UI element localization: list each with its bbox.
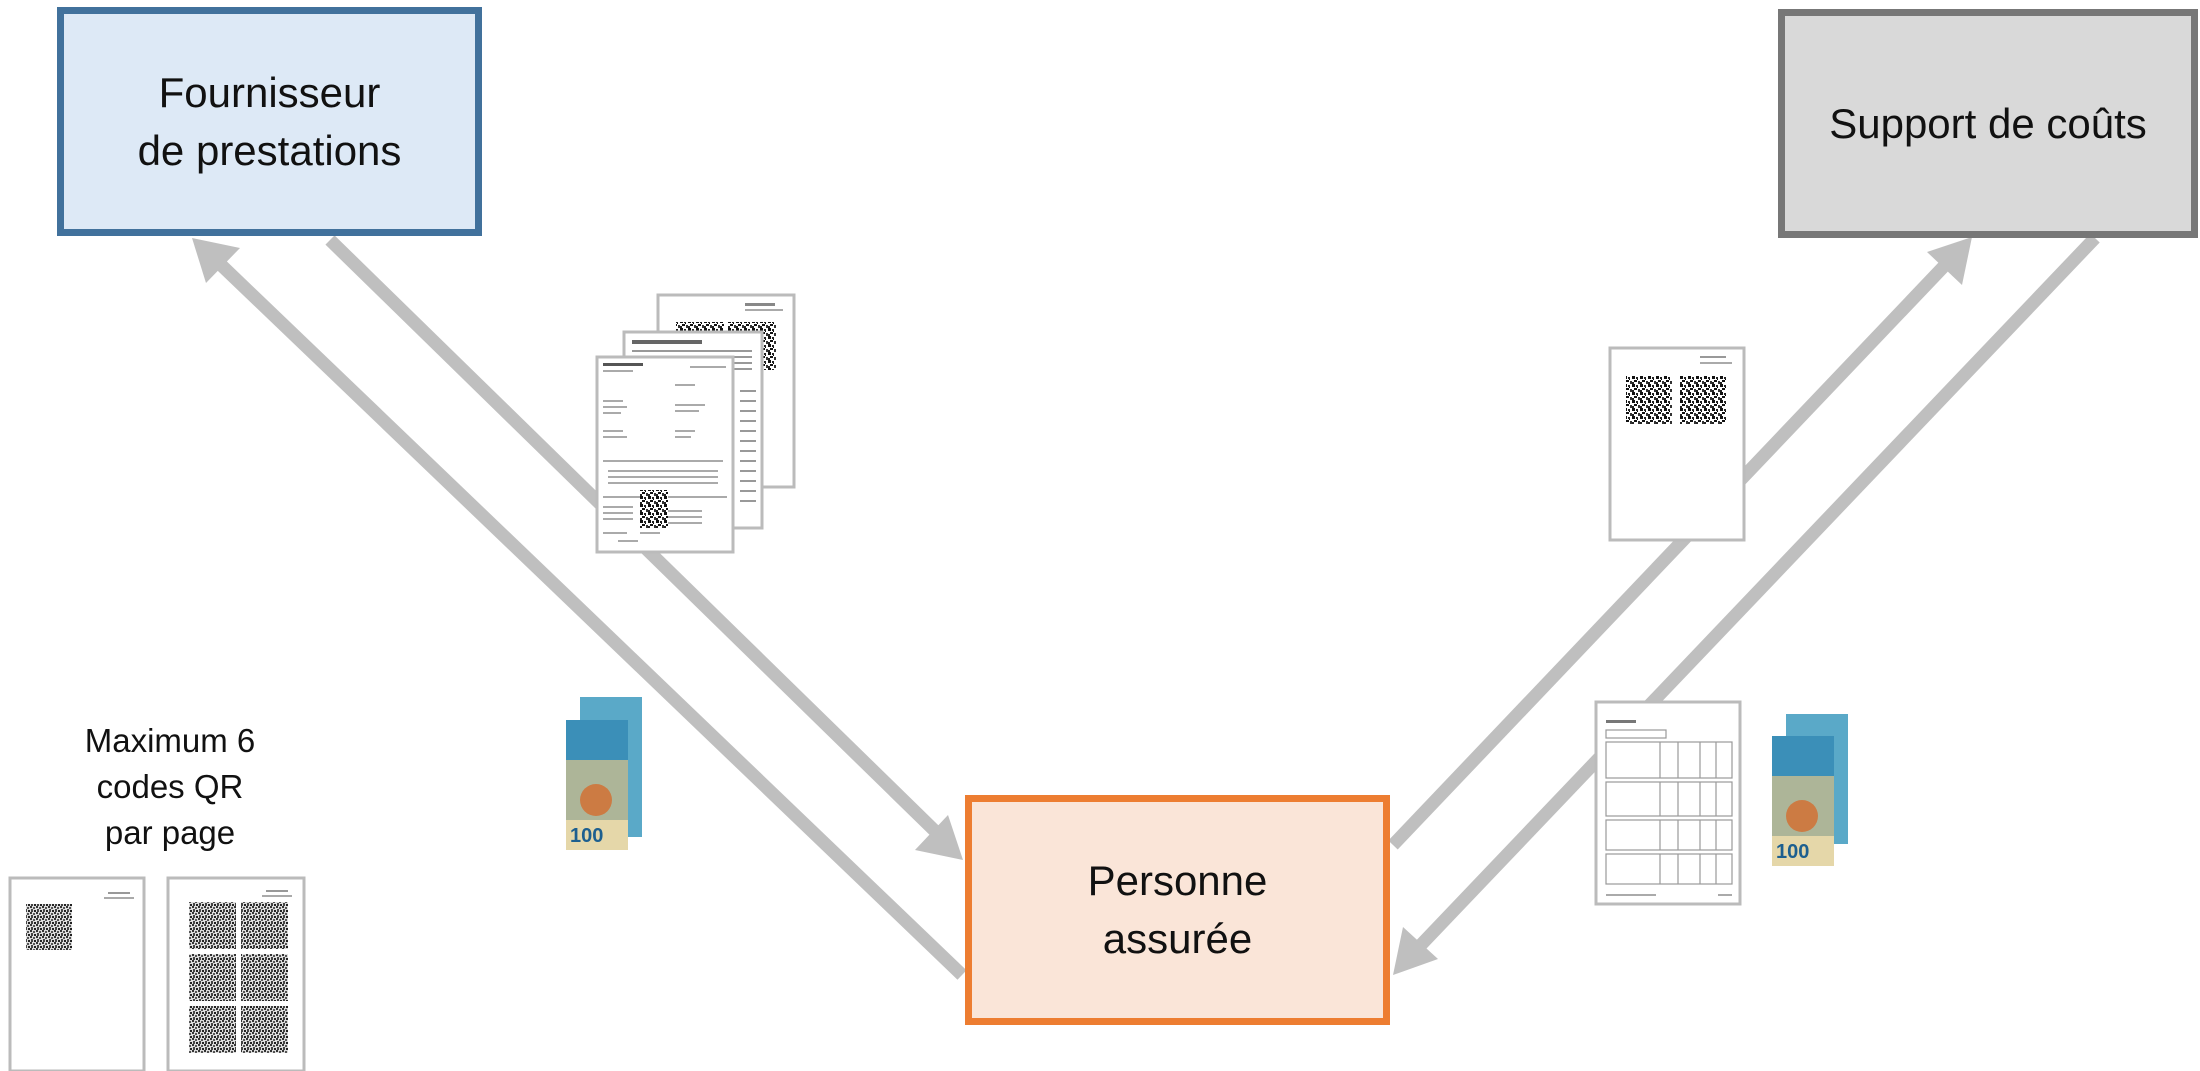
arrows: [192, 233, 2100, 980]
qr-page-icon: [1608, 346, 1746, 542]
arrowhead-provider: [192, 238, 240, 283]
node-insured-label: Personne assurée: [1087, 857, 1268, 962]
qr-limit-note-text: Maximum 6 codes QR par page: [84, 722, 256, 851]
node-payer-label: Support de coûts: [1829, 99, 2147, 147]
svg-text:100: 100: [1776, 841, 1809, 863]
banknote-icon: 100: [1772, 714, 1848, 866]
arrowhead-insured-left: [915, 815, 963, 860]
arrow-payer-to-insured: [1413, 233, 2100, 953]
table-document-icon: [1594, 700, 1742, 906]
arrow-insured-to-provider: [213, 257, 967, 980]
node-provider-label: Fournisseur de prestations: [137, 68, 402, 174]
svg-text:100: 100: [570, 825, 603, 847]
sample-page-six-qr: [166, 876, 306, 1071]
invoice-stack-icon: [595, 293, 796, 554]
banknote-icon: 100: [566, 697, 642, 850]
sample-page-one-qr: [8, 876, 146, 1071]
qr-limit-note: Maximum 6 codes QR par page: [40, 718, 300, 856]
node-payer: Support de coûts: [1778, 9, 2198, 238]
arrowhead-insured-right: [1393, 927, 1438, 975]
arrowhead-payer: [1927, 237, 1972, 285]
node-provider: Fournisseur de prestations: [57, 7, 482, 236]
arrow-insured-to-payer: [1388, 257, 1953, 850]
node-insured: Personne assurée: [965, 795, 1390, 1025]
